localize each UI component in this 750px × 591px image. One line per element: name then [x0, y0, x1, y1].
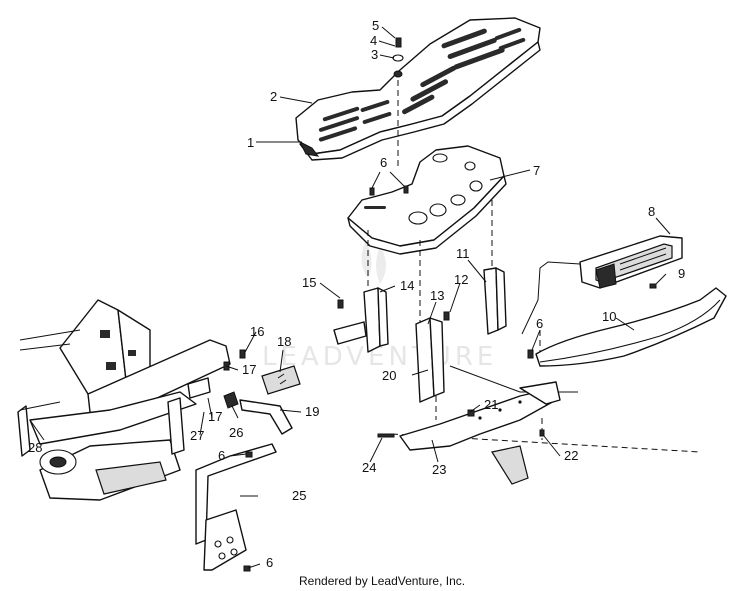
reflector [261, 365, 301, 395]
callout-17-lower: 17 [208, 409, 222, 424]
bolts [243, 185, 657, 572]
callout-26: 26 [229, 425, 243, 440]
callout-1: 1 [247, 135, 254, 150]
credit-text: Rendered by LeadVenture, Inc. [299, 574, 465, 588]
frame-tube-outline [449, 261, 581, 393]
callout-6-bracket: 6 [218, 448, 225, 463]
callout-17-upper: 17 [242, 362, 256, 377]
callout-11: 11 [456, 246, 470, 261]
leader-lines [29, 26, 671, 569]
callout-6-bumper: 6 [536, 316, 543, 331]
callout-12: 12 [454, 272, 468, 287]
callout-14: 14 [400, 278, 414, 293]
callout-6-footrest: 6 [266, 555, 273, 570]
front-grille [579, 235, 683, 289]
callout-4: 4 [370, 33, 377, 48]
rack-slots [318, 27, 526, 142]
callout-10: 10 [602, 309, 616, 324]
callout-23: 23 [432, 462, 446, 477]
rack-hardware [392, 37, 404, 78]
callout-6-plate: 6 [380, 155, 387, 170]
callout-5: 5 [372, 18, 379, 33]
callout-2: 2 [270, 89, 277, 104]
callout-22: 22 [564, 448, 578, 463]
front-bumper [535, 287, 727, 367]
callout-19: 19 [305, 404, 319, 419]
callout-24: 24 [362, 460, 376, 475]
callout-9: 9 [678, 266, 685, 281]
footrest-bracket [195, 443, 277, 571]
callout-7: 7 [533, 163, 540, 178]
callout-3: 3 [371, 47, 378, 62]
front-rack [295, 17, 541, 161]
mounting-plate [347, 145, 507, 255]
callout-13: 13 [430, 288, 444, 303]
callout-15: 15 [302, 275, 316, 290]
callout-28: 28 [28, 440, 42, 455]
callout-16: 16 [250, 324, 264, 339]
callout-8: 8 [648, 204, 655, 219]
small-bracket [223, 391, 293, 435]
callout-18: 18 [277, 334, 291, 349]
callout-25: 25 [292, 488, 306, 503]
vehicle-chassis [17, 299, 231, 501]
callout-21: 21 [484, 397, 498, 412]
support-brackets [333, 267, 507, 403]
callout-20: 20 [382, 368, 396, 383]
callout-labels: 1 2 3 4 5 6 7 8 9 10 11 12 13 14 15 16 1… [28, 18, 685, 570]
callout-27: 27 [190, 428, 204, 443]
lower-frame [399, 381, 561, 485]
center-brackets [167, 349, 246, 455]
